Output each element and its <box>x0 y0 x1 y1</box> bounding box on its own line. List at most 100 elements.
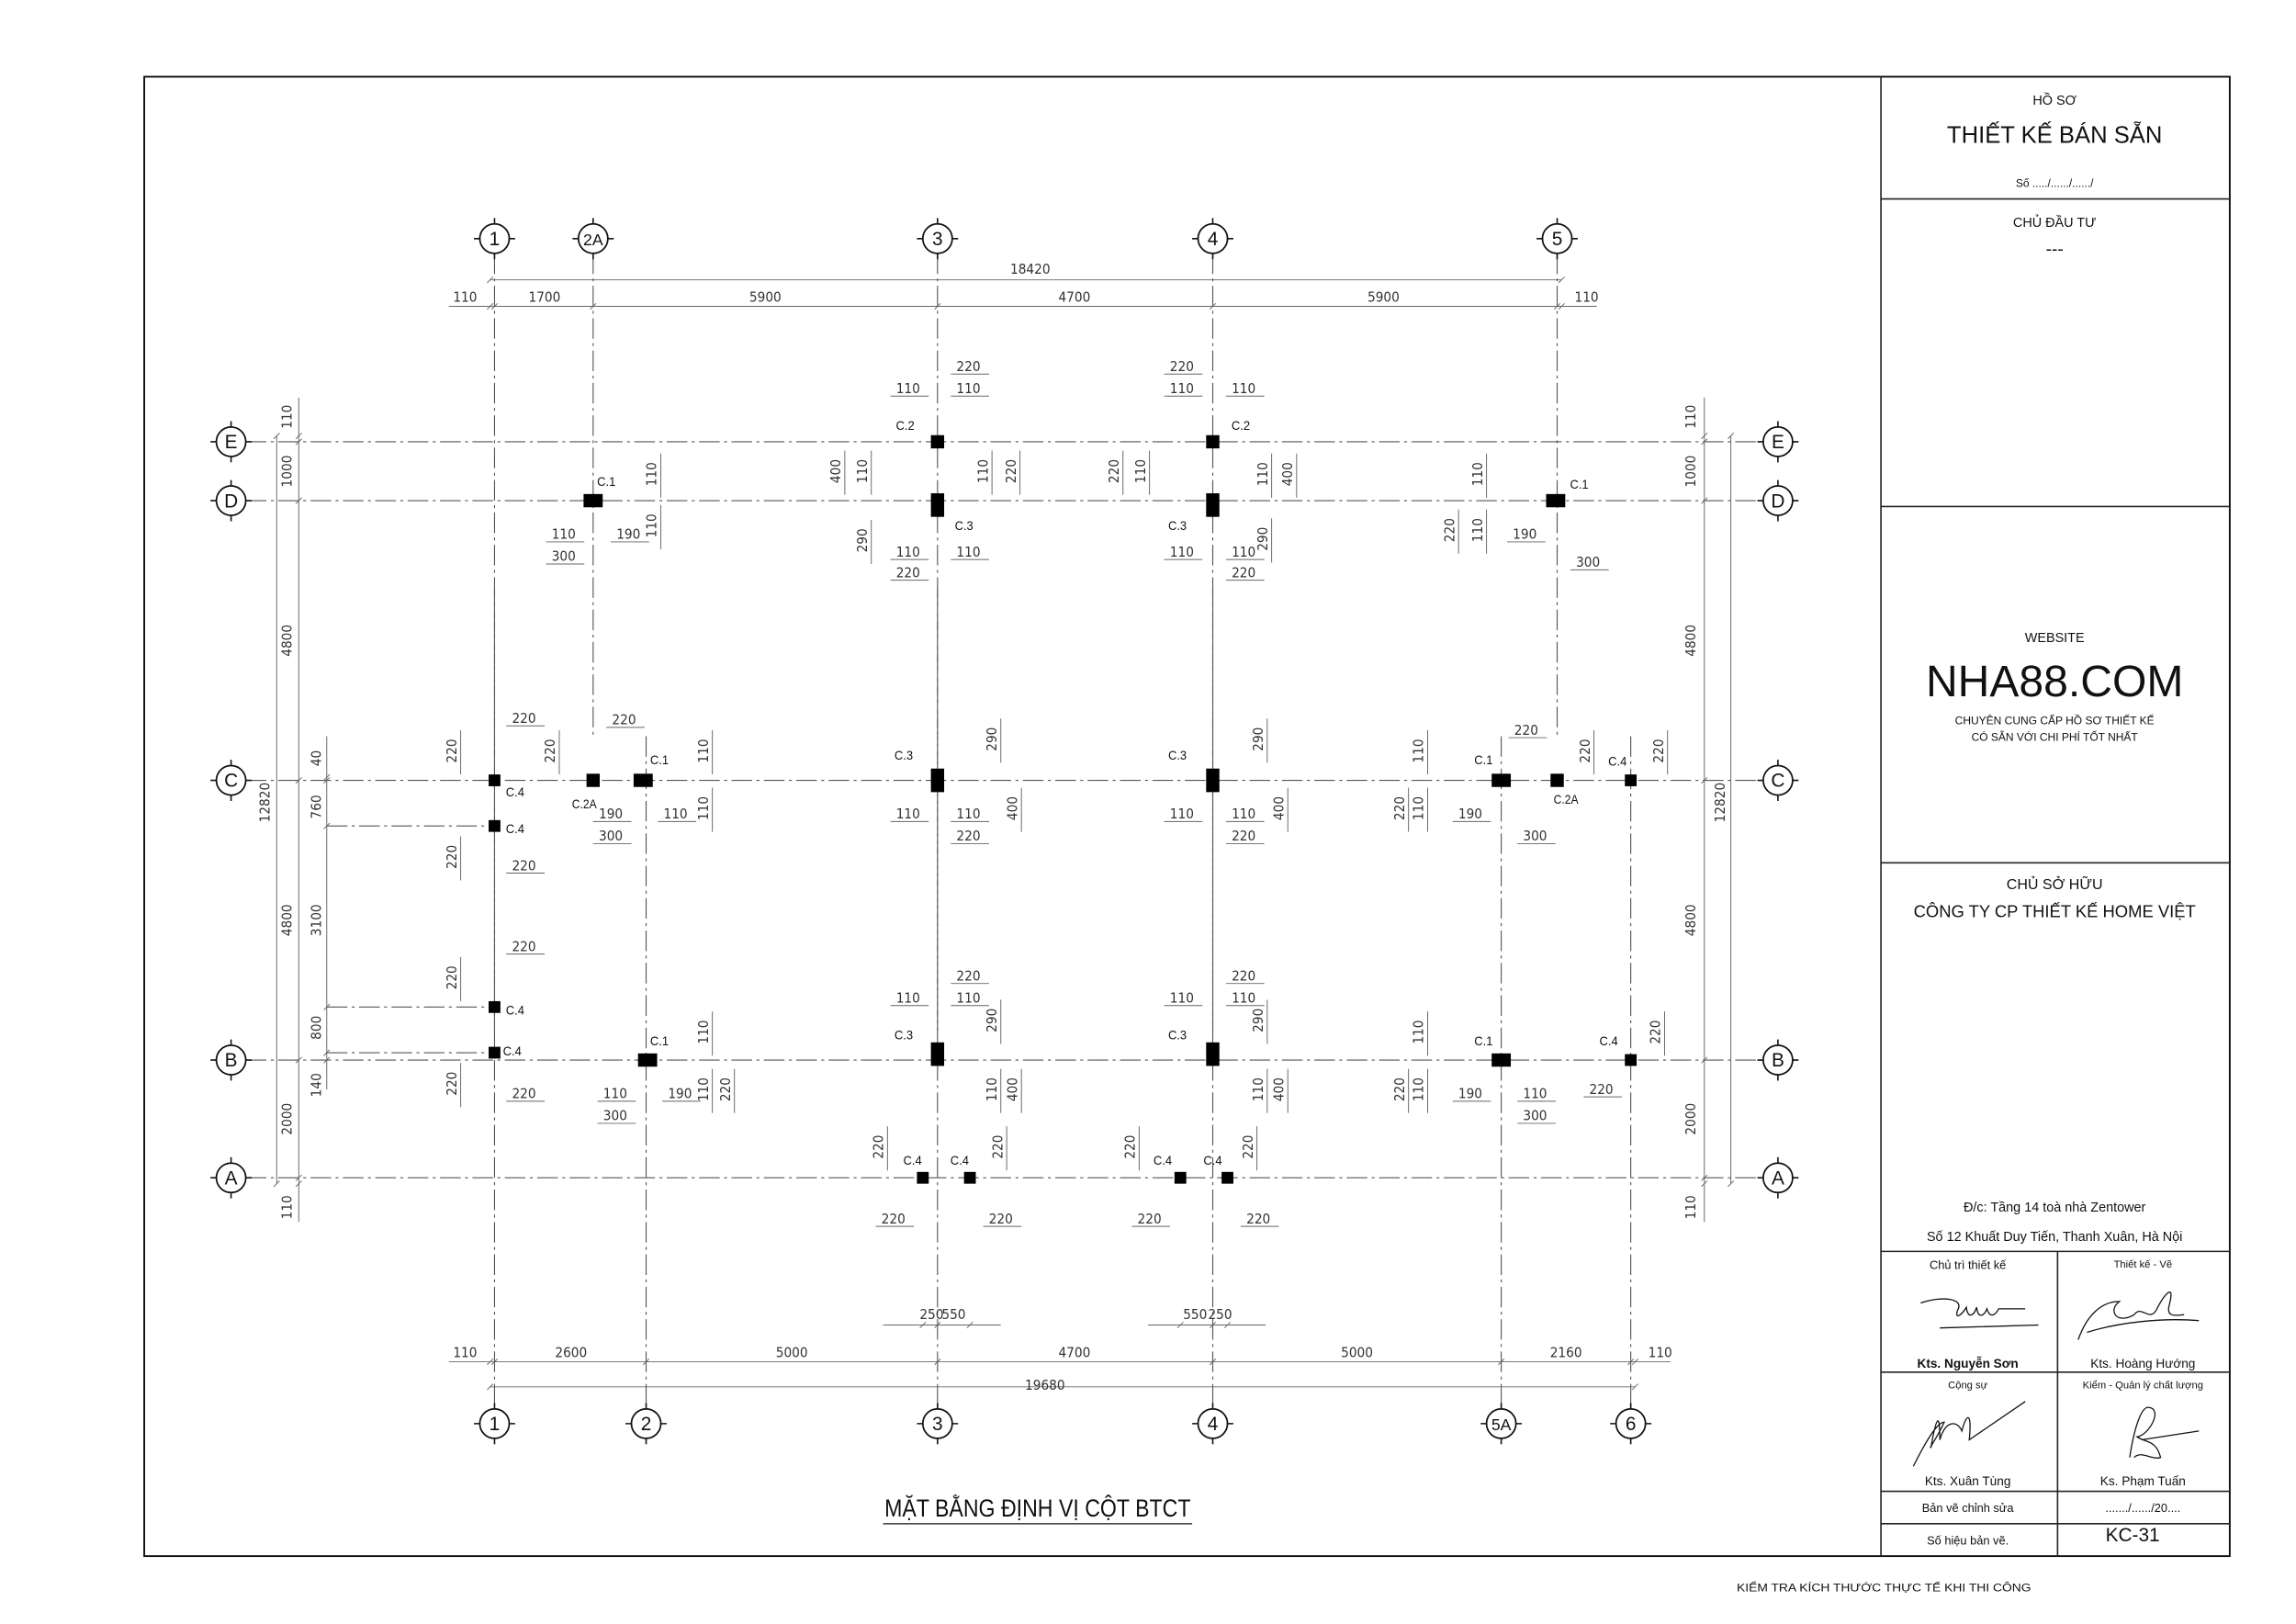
column-dim: 400 <box>1270 1077 1287 1101</box>
project-title: THIẾT KẾ BÁN SẴN <box>1947 122 2162 149</box>
column-dim: 190 <box>616 526 640 543</box>
column-section <box>930 1042 945 1066</box>
dim-tick <box>966 1321 974 1329</box>
dim-tick <box>1176 1321 1184 1329</box>
column-dim: 220 <box>989 1211 1013 1227</box>
column-dim: 110 <box>695 796 712 820</box>
axis-top-5: 5 <box>1536 218 1578 260</box>
investor-label: CHỦ ĐẦU TƯ <box>2013 214 2096 231</box>
dim-left: 110 <box>278 405 295 429</box>
sheet-number-label: Số hiệu bản vẽ. <box>1927 1533 2009 1547</box>
dim-bottom-extra: 550 <box>941 1306 965 1323</box>
dim-tick <box>1728 1180 1735 1188</box>
column-dim: 220 <box>1232 564 1255 581</box>
column-dim: 220 <box>882 1211 906 1227</box>
column-label: C.4 <box>503 1044 523 1058</box>
dim-left: 2000 <box>278 1103 295 1135</box>
column-section <box>637 1053 658 1067</box>
column-section <box>1546 493 1566 508</box>
axis-circle <box>577 222 609 254</box>
axis-right-A: A <box>1757 1156 1799 1199</box>
column-dim: 110 <box>644 513 660 537</box>
column-label: C.4 <box>506 785 525 799</box>
dim-tick <box>273 1180 280 1188</box>
column-dim: 220 <box>1106 459 1122 483</box>
dim-top: 1700 <box>529 289 561 306</box>
axis-bottom-4: 4 <box>1192 1403 1233 1445</box>
column-dim: 300 <box>552 548 576 565</box>
column-label: C.1 <box>650 753 669 767</box>
dim-tick <box>934 302 941 310</box>
axis-label: A <box>1772 1167 1784 1189</box>
dim-left-inner: 40 <box>308 750 324 766</box>
dim-tick <box>323 1003 331 1010</box>
column-dim: 190 <box>1513 526 1536 543</box>
dim-tick <box>323 822 331 829</box>
axis-circle <box>1541 222 1573 254</box>
axis-right-B: B <box>1757 1039 1799 1081</box>
address-line-2: Số 12 Khuất Duy Tiến, Thanh Xuân, Hà Nội <box>1927 1230 2182 1245</box>
column-dim: 110 <box>695 1021 712 1044</box>
column-section <box>586 773 601 787</box>
axis-circle <box>921 1407 953 1439</box>
dim-right: 110 <box>1683 1195 1699 1219</box>
investor-value: --- <box>2046 240 2064 259</box>
column-dim: 110 <box>956 990 980 1007</box>
column-dim: 290 <box>984 727 1000 751</box>
dim-tick <box>295 1174 302 1181</box>
dim-tick <box>295 432 302 440</box>
column-section <box>489 774 501 786</box>
dim-right: 4800 <box>1683 625 1699 657</box>
column-dim: 400 <box>1270 796 1287 820</box>
column-dim: 110 <box>1132 459 1149 483</box>
column-dim: 110 <box>896 806 920 822</box>
dim-bottom: 110 <box>453 1345 477 1361</box>
name-drafter: Kts. Hoàng Hướng <box>2090 1357 2195 1370</box>
axis-circle <box>215 485 247 516</box>
dim-tick <box>1223 1321 1232 1329</box>
axis-top-1: 1 <box>474 218 515 260</box>
column-dim: 110 <box>984 1077 1000 1101</box>
column-dim: 220 <box>1170 358 1194 375</box>
column-dim: 400 <box>1004 1077 1020 1101</box>
column-dim: 220 <box>871 1135 887 1159</box>
column-dim: 220 <box>1391 1077 1408 1101</box>
dim-right: 2000 <box>1683 1103 1699 1135</box>
dim-tick <box>1701 438 1708 445</box>
column-dim: 290 <box>1255 527 1271 551</box>
sheet-number-value: KC-31 <box>2106 1525 2160 1546</box>
column-label: C.2 <box>1232 419 1250 433</box>
column-section <box>583 493 603 508</box>
column-dim: 110 <box>603 1086 627 1102</box>
role-drafter: Thiết kế - Vẽ <box>2114 1259 2173 1270</box>
axis-label: 3 <box>932 229 943 250</box>
tagline-2: CÓ SẴN VỚI CHI PHÍ TỐT NHẤT <box>1972 729 2139 743</box>
column-section <box>489 1000 501 1013</box>
column-dim: 220 <box>1650 739 1667 762</box>
axis-label: C <box>1771 771 1784 792</box>
column-label: C.3 <box>1168 749 1187 762</box>
column-dim: 190 <box>668 1086 692 1102</box>
dim-tick <box>323 776 331 784</box>
dim-bottom: 2160 <box>1550 1345 1582 1361</box>
column-dim: 110 <box>896 544 920 560</box>
axis-label: 2A <box>583 231 603 249</box>
column-dim: 110 <box>1170 806 1194 822</box>
column-dim: 300 <box>1576 554 1600 570</box>
column-dim: 220 <box>1138 1211 1162 1227</box>
column-label: C.1 <box>650 1034 669 1048</box>
column-dim: 220 <box>956 358 980 375</box>
axis-right-E: E <box>1757 421 1799 463</box>
